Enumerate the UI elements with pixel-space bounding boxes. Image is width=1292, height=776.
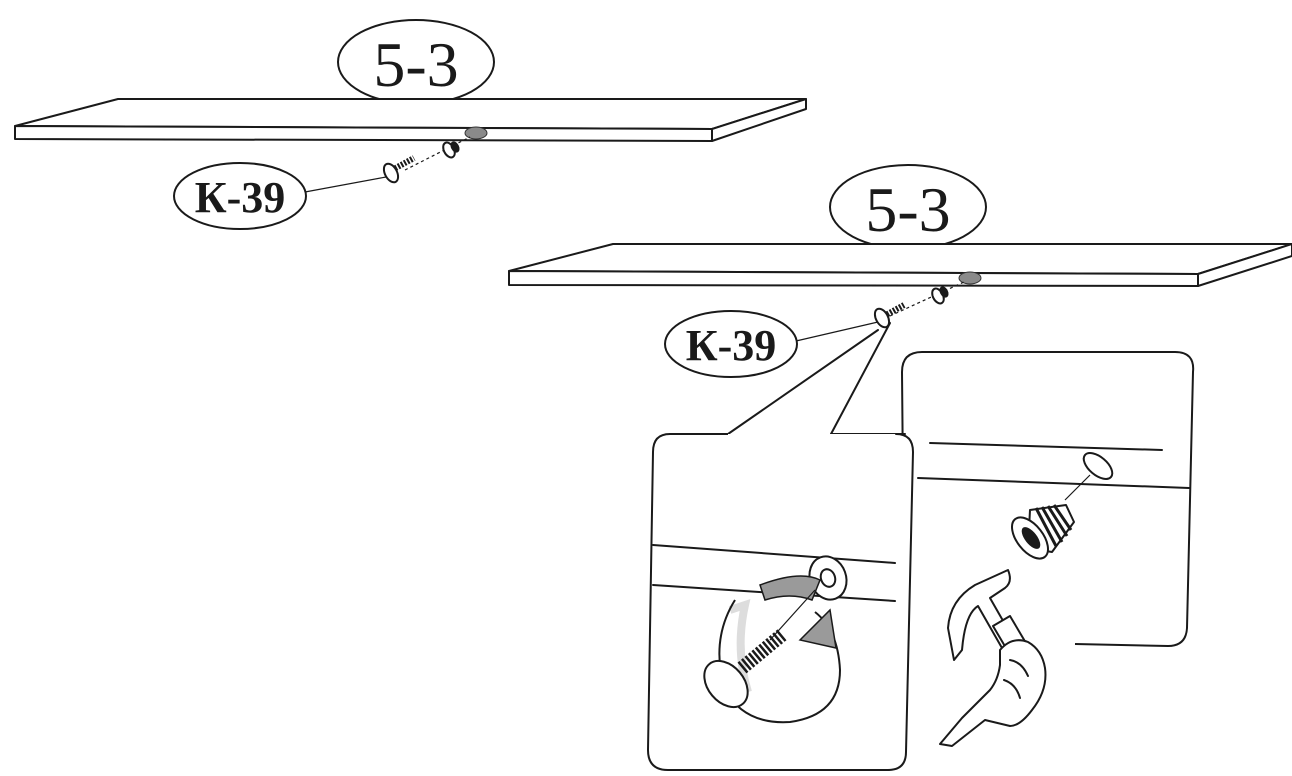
top-hole-icon xyxy=(464,126,488,140)
top-step-callout: 5-3 xyxy=(337,19,495,105)
top-cam-housing-icon xyxy=(442,141,460,159)
top-part-ellipse xyxy=(173,162,307,230)
hand-icon xyxy=(939,639,1047,747)
top-step-label: 5-3 xyxy=(373,29,458,100)
cam-housing-icon xyxy=(1011,504,1075,560)
bottom-step-callout: 5-3 xyxy=(829,164,987,250)
bottom-part-callout: К-39 xyxy=(664,310,879,378)
top-board-icon xyxy=(14,98,807,142)
cam-bolt-icon xyxy=(703,589,816,709)
bottom-assembly: 5-3 К-39 xyxy=(508,164,1292,378)
top-assembly: 5-3 К-39 xyxy=(14,19,807,230)
bottom-hole-icon xyxy=(958,271,982,285)
top-cam-bolt-icon xyxy=(382,155,416,184)
bottom-cam-bolt-icon xyxy=(873,302,906,329)
bottom-cam-housing-icon xyxy=(931,286,949,305)
bottom-part-ellipse xyxy=(664,310,798,378)
detail-panel-bolt xyxy=(647,329,914,771)
bottom-step-label: 5-3 xyxy=(865,174,950,245)
rotation-arrow-icon xyxy=(718,575,842,724)
top-part-callout: К-39 xyxy=(173,162,387,230)
bottom-part-label: К-39 xyxy=(686,321,777,370)
top-hardware xyxy=(382,136,471,184)
bottom-board-icon xyxy=(508,243,1292,287)
detail-panel-housing xyxy=(830,322,1195,747)
top-part-label: К-39 xyxy=(195,173,286,222)
bottom-hardware xyxy=(873,281,965,329)
